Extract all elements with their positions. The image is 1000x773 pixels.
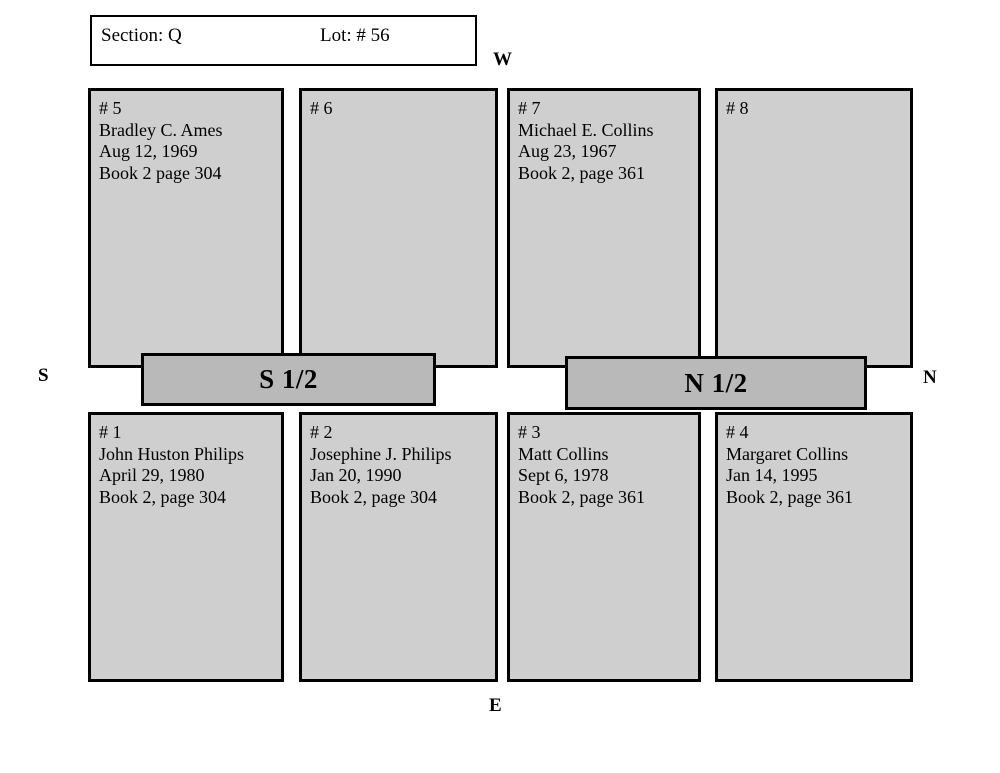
plot-date-3: Sept 6, 1978 bbox=[518, 465, 609, 485]
plot-cell-6[interactable]: # 6 bbox=[299, 88, 498, 368]
plot-name-3: Matt Collins bbox=[518, 443, 609, 464]
plot-cell-1[interactable]: # 1 John Huston Philips April 29, 1980 B… bbox=[88, 412, 284, 682]
plot-details-3: # 3 Matt Collins Sept 6, 1978 Book 2, pa… bbox=[518, 422, 694, 508]
north-half-banner: N 1/2 bbox=[565, 356, 867, 410]
plot-number-6: # 6 bbox=[310, 98, 333, 118]
plot-reference-3: Book 2, page 361 bbox=[518, 486, 645, 507]
lot-number-label: Lot: # 56 bbox=[320, 25, 390, 46]
plot-name-1: John Huston Philips bbox=[99, 443, 245, 464]
plot-cell-3[interactable]: # 3 Matt Collins Sept 6, 1978 Book 2, pa… bbox=[507, 412, 701, 682]
section-label: Section: Q bbox=[101, 25, 182, 46]
plot-details-5: # 5 Bradley C. Ames Aug 12, 1969 Book 2 … bbox=[99, 98, 277, 184]
plot-details-6: # 6 bbox=[310, 98, 491, 120]
compass-label-north: N bbox=[923, 367, 937, 388]
plot-details-4: # 4 Margaret Collins Jan 14, 1995 Book 2… bbox=[726, 422, 906, 508]
plot-number-5: # 5 bbox=[99, 98, 122, 118]
plot-name-5: Bradley C. Ames bbox=[99, 119, 223, 140]
compass-label-south: S bbox=[38, 365, 49, 386]
plot-reference-7: Book 2, page 361 bbox=[518, 162, 645, 183]
plot-reference-2: Book 2, page 304 bbox=[310, 486, 437, 507]
plot-date-4: Jan 14, 1995 bbox=[726, 465, 818, 485]
plot-details-2: # 2 Josephine J. Philips Jan 20, 1990 Bo… bbox=[310, 422, 491, 508]
plot-date-2: Jan 20, 1990 bbox=[310, 465, 402, 485]
plot-name-4: Margaret Collins bbox=[726, 443, 849, 464]
lot-header-box: Section: Q Lot: # 56 bbox=[90, 15, 477, 66]
plot-name-2: Josephine J. Philips bbox=[310, 443, 452, 464]
plot-date-1: April 29, 1980 bbox=[99, 465, 205, 485]
compass-label-west: W bbox=[493, 49, 512, 70]
plot-cell-5[interactable]: # 5 Bradley C. Ames Aug 12, 1969 Book 2 … bbox=[88, 88, 284, 368]
plot-name-7: Michael E. Collins bbox=[518, 119, 654, 140]
compass-label-east: E bbox=[489, 695, 502, 716]
plot-reference-5: Book 2 page 304 bbox=[99, 162, 222, 183]
plot-number-7: # 7 bbox=[518, 98, 541, 118]
plot-cell-8[interactable]: # 8 bbox=[715, 88, 913, 368]
plot-date-7: Aug 23, 1967 bbox=[518, 141, 617, 161]
plot-cell-4[interactable]: # 4 Margaret Collins Jan 14, 1995 Book 2… bbox=[715, 412, 913, 682]
south-half-banner: S 1/2 bbox=[141, 353, 436, 406]
plot-details-1: # 1 John Huston Philips April 29, 1980 B… bbox=[99, 422, 277, 508]
plot-reference-4: Book 2, page 361 bbox=[726, 486, 853, 507]
plot-number-1: # 1 bbox=[99, 422, 122, 442]
plot-number-8: # 8 bbox=[726, 98, 749, 118]
plot-number-4: # 4 bbox=[726, 422, 749, 442]
plot-number-3: # 3 bbox=[518, 422, 541, 442]
plot-details-8: # 8 bbox=[726, 98, 906, 120]
plot-cell-2[interactable]: # 2 Josephine J. Philips Jan 20, 1990 Bo… bbox=[299, 412, 498, 682]
plot-date-5: Aug 12, 1969 bbox=[99, 141, 198, 161]
plot-cell-7[interactable]: # 7 Michael E. Collins Aug 23, 1967 Book… bbox=[507, 88, 701, 368]
plot-details-7: # 7 Michael E. Collins Aug 23, 1967 Book… bbox=[518, 98, 694, 184]
plot-reference-1: Book 2, page 304 bbox=[99, 486, 226, 507]
plot-number-2: # 2 bbox=[310, 422, 333, 442]
